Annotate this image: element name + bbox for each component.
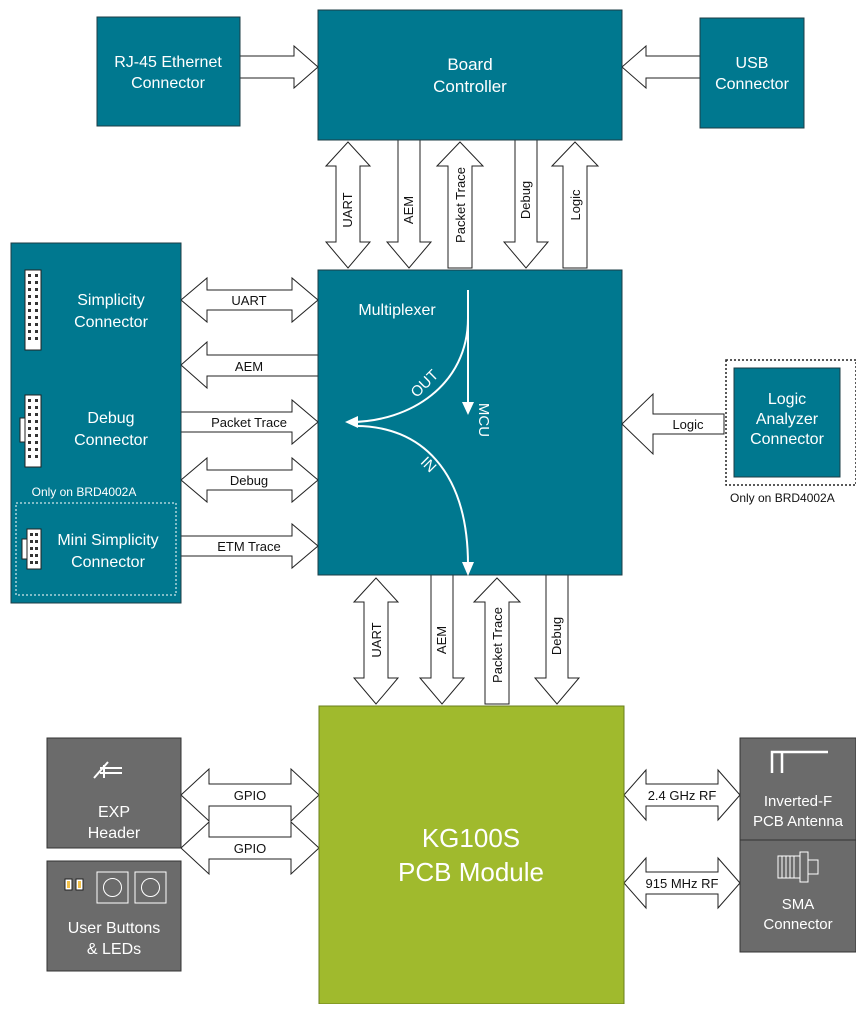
bus-top-packet-trace (435, 141, 485, 269)
multiplexer-label: Multiplexer (358, 302, 436, 319)
mux-arrowhead-mcu (462, 402, 474, 415)
mux-routing (349, 290, 469, 566)
mux-arrowhead-in (462, 562, 474, 576)
bus-label-top-packet-trace: Packet Trace (453, 167, 468, 243)
bus-label-left-etm-trace: ETM Trace (217, 539, 281, 554)
bus-label-bottom-packet-trace: Packet Trace (490, 607, 505, 683)
bus-top-logic (550, 141, 600, 269)
bus-top-uart (324, 141, 372, 269)
ethernet-arrow (239, 44, 319, 90)
exp-header-block (46, 737, 182, 849)
simplicity-connector-icon (24, 269, 42, 351)
bus-label-left-packet-trace: Packet Trace (211, 415, 287, 430)
mux-arrowhead-out (345, 416, 358, 428)
bus-label-top-logic: Logic (568, 189, 583, 221)
bus-top-aem (385, 139, 433, 269)
mini-simplicity-connector-icon (21, 528, 42, 570)
bus-bottom-uart (352, 577, 400, 705)
antenna-icon (770, 750, 828, 773)
usb-arrow (621, 44, 701, 90)
bus-label-top-debug: Debug (518, 181, 533, 219)
bus-label-bottom-aem: AEM (434, 626, 449, 654)
bus-label-left-uart: UART (231, 293, 266, 308)
only-brd-right-label: Only on BRD4002A (730, 491, 835, 505)
bus-label-rf-24: 2.4 GHz RF (648, 788, 717, 803)
bus-right-logic (621, 392, 725, 456)
sma-block (739, 839, 856, 953)
user-buttons-label: User Buttons& LEDs (68, 920, 160, 958)
sma-connector-icon (777, 851, 819, 883)
board-controller-block (317, 9, 623, 141)
bus-left-etm-trace (180, 522, 319, 570)
mux-mcu-label: MCU (475, 403, 492, 437)
bus-top-debug (502, 139, 550, 269)
bus-bottom-debug (533, 573, 581, 705)
led-icon (64, 878, 84, 891)
exp-header-icon (93, 761, 122, 779)
bus-label-top-aem: AEM (401, 196, 416, 224)
module-block (318, 705, 625, 1005)
bus-label-gpio-exp: GPIO (234, 788, 267, 803)
bus-bottom-aem (418, 573, 466, 705)
ethernet-connector-block (96, 16, 241, 127)
logic-analyzer-block (733, 367, 841, 478)
antenna-block (739, 737, 856, 849)
bus-label-left-debug: Debug (230, 473, 268, 488)
bus-label-bottom-uart: UART (369, 622, 384, 657)
bus-label-top-uart: UART (340, 192, 355, 227)
bus-label-gpio-buttons: GPIO (234, 841, 267, 856)
push-button-icon (96, 871, 167, 904)
bus-left-aem (180, 340, 319, 390)
bus-label-left-aem: AEM (235, 359, 263, 374)
bus-label-bottom-debug: Debug (549, 617, 564, 655)
only-brd-left-label: Only on BRD4002A (32, 485, 137, 499)
bus-bottom-packet-trace (472, 577, 522, 705)
debug-connector-icon (19, 394, 42, 468)
bus-label-right-logic: Logic (672, 417, 704, 432)
bus-left-packet-trace (180, 398, 319, 446)
mini-simplicity-outline (15, 502, 177, 596)
bus-label-rf-915: 915 MHz RF (646, 876, 719, 891)
multiplexer-block (317, 269, 623, 576)
usb-connector-block (699, 17, 805, 129)
